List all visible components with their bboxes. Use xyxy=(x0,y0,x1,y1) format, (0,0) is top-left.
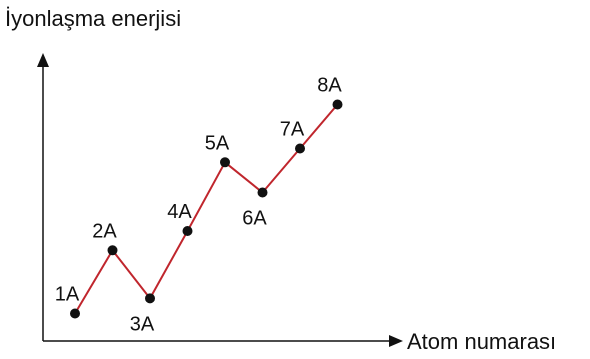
data-point-8a xyxy=(332,99,343,110)
x-axis-title: Atom numarası xyxy=(407,329,556,354)
data-point-4a xyxy=(182,226,193,236)
series-line xyxy=(74,103,339,315)
y-axis-title: İyonlaşma enerjisi xyxy=(5,6,181,31)
data-point-5a xyxy=(220,157,230,168)
x-axis-arrow xyxy=(389,335,403,347)
data-point-1a xyxy=(70,308,80,319)
point-label-8a: 8A xyxy=(317,75,342,97)
y-axis-arrow xyxy=(37,53,49,67)
point-label-3a: 3A xyxy=(130,313,155,335)
data-points: 1A 2A 3A 4A 5A 6A 7A 8A xyxy=(55,75,343,335)
data-point-6a xyxy=(257,187,268,198)
point-label-4a: 4A xyxy=(167,201,192,223)
data-point-3a xyxy=(145,293,155,304)
point-label-1a: 1A xyxy=(55,284,80,306)
point-label-7a: 7A xyxy=(280,119,305,141)
point-label-2a: 2A xyxy=(92,220,117,242)
point-label-5a: 5A xyxy=(205,132,230,154)
data-point-7a xyxy=(295,143,305,154)
point-label-6a: 6A xyxy=(242,208,267,230)
data-point-2a xyxy=(107,245,118,256)
